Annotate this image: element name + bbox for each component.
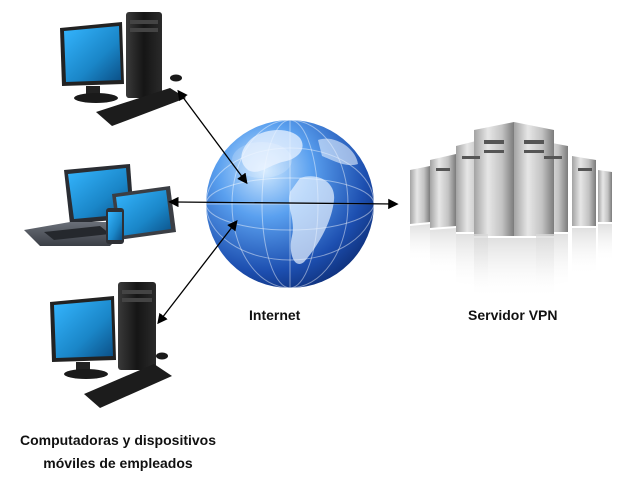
arrow-bottom-computer <box>157 219 238 325</box>
desktop-computer-icon <box>50 282 172 408</box>
connection-arrows <box>157 89 399 325</box>
clients-label-line1: Computadoras y dispositivos <box>19 432 217 448</box>
clients-label: Computadoras y dispositivos móviles de e… <box>0 429 236 475</box>
internet-label: Internet <box>249 307 301 323</box>
smartphone-icon <box>106 208 124 244</box>
vpn-server-label: Servidor VPN <box>468 307 558 323</box>
server-rack-icon <box>410 122 612 300</box>
arrow-mobile-devices <box>168 196 399 210</box>
desktop-computer-icon <box>60 12 186 126</box>
clients-label-line2: móviles de empleados <box>43 455 193 471</box>
arrow-top-computer <box>177 89 248 185</box>
